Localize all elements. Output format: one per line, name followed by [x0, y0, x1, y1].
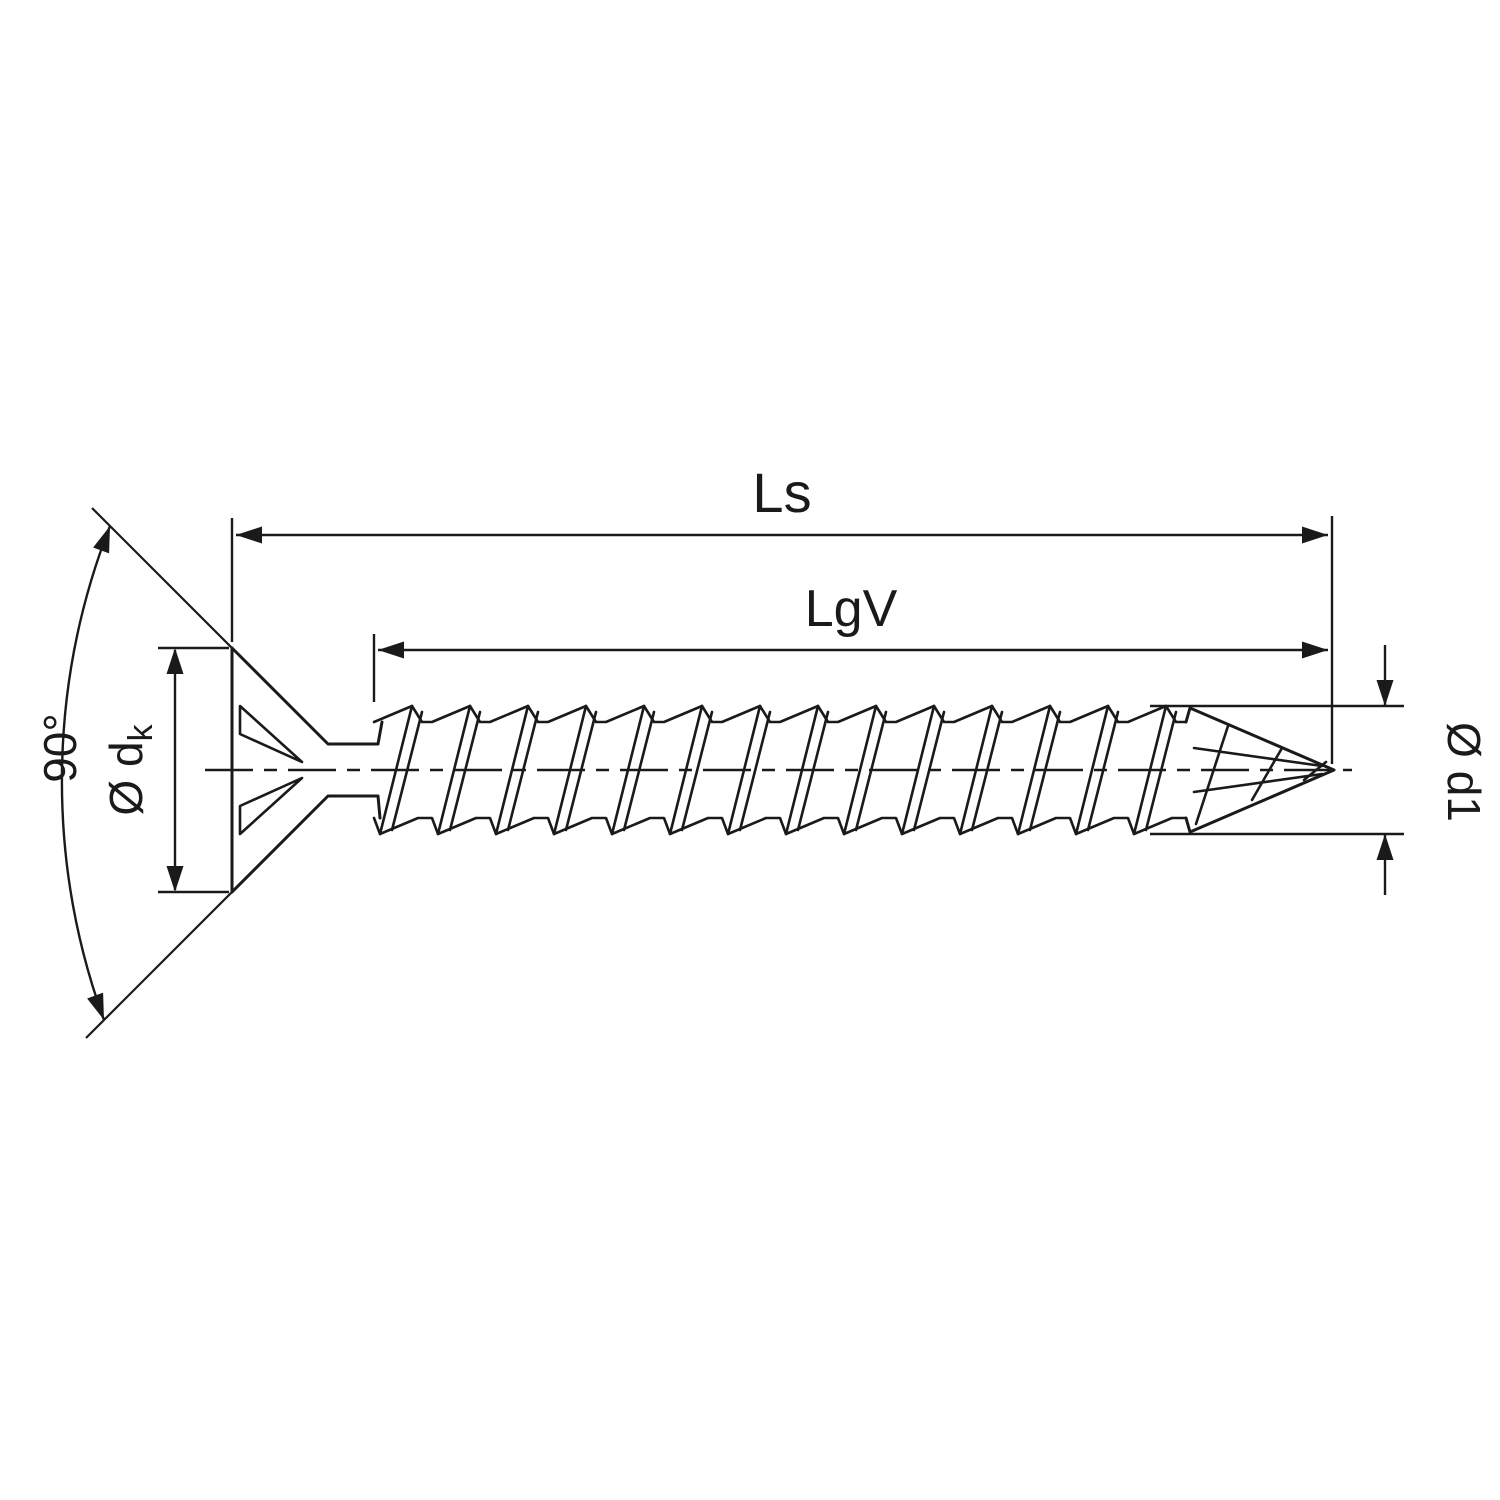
screw-drawing: [205, 646, 1352, 894]
pozidriv-recess: [238, 704, 304, 836]
screw-tip-outline: [1184, 706, 1336, 834]
d1-arrow-top: [1376, 680, 1394, 706]
ls-arrow-right: [1302, 526, 1328, 544]
dk-label-main: Ø d: [100, 741, 152, 815]
d1-arrow-bottom: [1376, 834, 1394, 860]
lgv-arrow-left: [378, 641, 404, 659]
ls-label: Ls: [752, 461, 811, 524]
dk-arrow-top: [166, 648, 184, 674]
dk-label: Ø dk: [100, 723, 160, 815]
dimension-lgv: LgV: [372, 580, 1328, 702]
thread-flank-lines: [378, 704, 1178, 836]
head-angle-arrow-bottom: [87, 992, 112, 1023]
ls-arrow-left: [236, 526, 262, 544]
screw-tip-thread-lines: [1192, 724, 1328, 826]
dimension-ls: Ls: [230, 461, 1334, 764]
dimension-d1: Ø d1: [1150, 645, 1490, 895]
head-angle-arc: [60, 525, 112, 1021]
head-angle-construction-lines: [85, 507, 329, 1039]
head-angle-annotation: 90°: [34, 507, 329, 1039]
dk-label-subscript: k: [122, 723, 160, 741]
lgv-label: LgV: [805, 580, 898, 638]
d1-label: Ø d1: [1438, 722, 1490, 822]
head-angle-arrow-top: [93, 523, 118, 554]
lgv-arrow-right: [1302, 641, 1328, 659]
dk-arrow-bottom: [166, 866, 184, 892]
dimension-dk: Ø dk: [100, 646, 229, 894]
thread-top-edge: [372, 704, 1188, 724]
head-angle-label: 90°: [34, 713, 86, 783]
